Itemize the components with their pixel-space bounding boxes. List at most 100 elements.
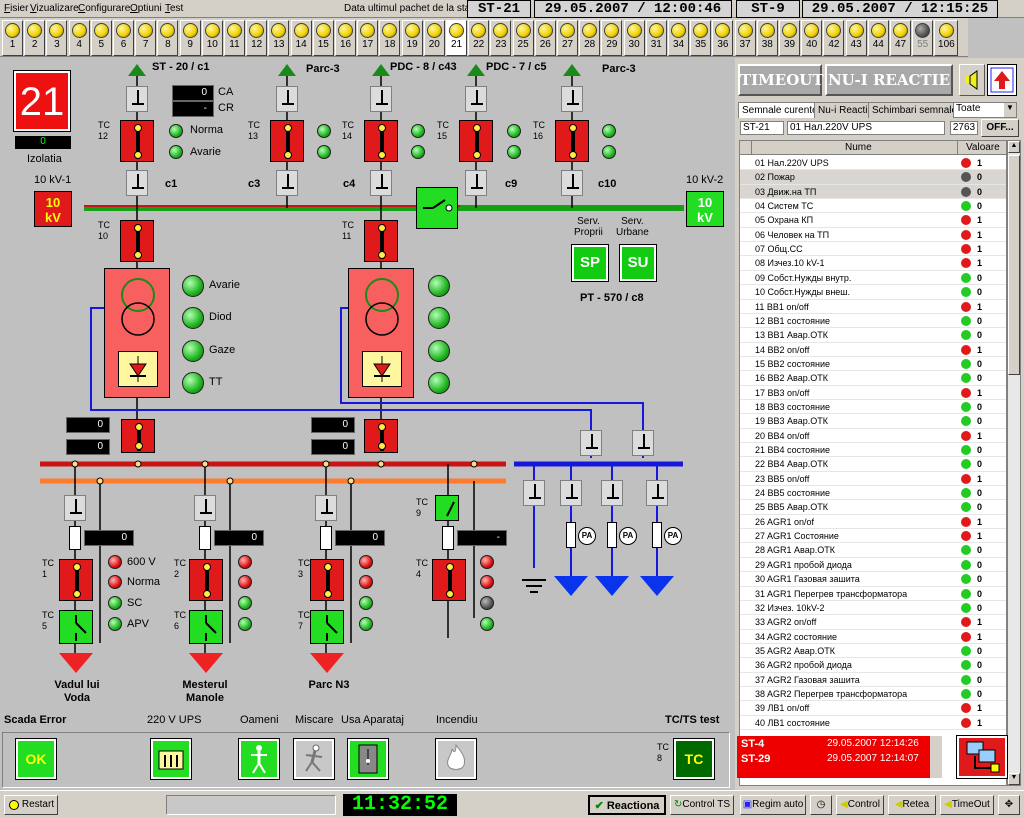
station-button-14[interactable]: 14 (290, 20, 312, 56)
disconnector-dc-feed[interactable] (523, 480, 545, 506)
station-button-17[interactable]: 17 (357, 20, 379, 56)
station-button-22[interactable]: 22 (468, 20, 490, 56)
kv2-button[interactable]: 10 kV (686, 191, 724, 227)
off-button[interactable]: OFF... (981, 119, 1019, 137)
station-button-4[interactable]: 4 (68, 20, 90, 56)
control-button[interactable]: ◀Control (836, 795, 884, 815)
station-button-37[interactable]: 37 (734, 20, 756, 56)
column-header-valoare[interactable]: Valoare (966, 142, 1000, 153)
station-button-18[interactable]: 18 (379, 20, 401, 56)
control-ts-button[interactable]: ↻Control TS (670, 795, 734, 815)
disconnector-c9[interactable] (465, 170, 487, 196)
station-button-28[interactable]: 28 (579, 20, 601, 56)
breaker-lv-1[interactable] (121, 419, 155, 453)
breaker-tc13[interactable] (270, 120, 304, 162)
station-button-8[interactable]: 8 (157, 20, 179, 56)
station-button-12[interactable]: 12 (246, 20, 268, 56)
reactiona-button[interactable]: ✔ Reactiona (588, 795, 666, 815)
breaker-tc3[interactable] (310, 559, 344, 601)
station-button-34[interactable]: 34 (668, 20, 689, 56)
disconnector-top-2[interactable] (276, 86, 298, 112)
station-button-11[interactable]: 11 (224, 20, 245, 56)
station-button-13[interactable]: 13 (268, 20, 290, 56)
disconnector-c4[interactable] (370, 170, 392, 196)
station-button-19[interactable]: 19 (401, 20, 423, 56)
station-button-23[interactable]: 23 (490, 20, 512, 56)
tab-semnale-curente[interactable]: Semnale curente (738, 102, 822, 118)
breaker-tc2[interactable] (189, 559, 223, 601)
breaker-tc11[interactable] (364, 220, 398, 262)
station-button-6[interactable]: 6 (113, 20, 134, 56)
switch-tc6[interactable] (189, 610, 223, 644)
disconnector-feeder-3[interactable] (315, 495, 337, 521)
oameni-button[interactable] (238, 738, 280, 780)
network-button[interactable] (956, 735, 1008, 779)
station-button-31[interactable]: 31 (645, 20, 667, 56)
regim-auto-button[interactable]: ▣Regim auto (740, 795, 806, 815)
station-button-9[interactable]: 9 (179, 20, 201, 56)
sp-button[interactable]: SP (571, 244, 609, 282)
breaker-tc12[interactable] (120, 120, 154, 162)
station-button-43[interactable]: 43 (845, 20, 867, 56)
alarm-list[interactable]: ST-4 29.05.2007 12:14:26 ST-29 29.05.200… (737, 736, 942, 778)
station-button-25[interactable]: 25 (512, 20, 534, 56)
station-button-106[interactable]: 106 (934, 20, 959, 56)
disconnector-feeder-2[interactable] (194, 495, 216, 521)
station-button-39[interactable]: 39 (779, 20, 800, 56)
switch-tc9[interactable] (435, 495, 459, 521)
breaker-tc10[interactable] (120, 220, 154, 262)
ups-button[interactable] (150, 738, 192, 780)
menu-vizualizare[interactable]: Vizualizare (30, 3, 79, 14)
station-button-27[interactable]: 27 (557, 20, 578, 56)
disconnector-top-1[interactable] (126, 86, 148, 112)
selected-station-field[interactable]: ST-21 (740, 121, 784, 135)
station-button-7[interactable]: 7 (135, 20, 157, 56)
station-button-36[interactable]: 36 (712, 20, 734, 56)
disconnector-top-5[interactable] (561, 86, 583, 112)
station-button-38[interactable]: 38 (756, 20, 778, 56)
station-button-47[interactable]: 47 (890, 20, 911, 56)
station-button-15[interactable]: 15 (312, 20, 334, 56)
bus-coupler-switch[interactable] (416, 187, 458, 229)
menu-fisier[interactable]: Fisier (4, 3, 29, 14)
chevron-down-icon[interactable]: ▼ (1004, 103, 1016, 117)
station-button-5[interactable]: 5 (90, 20, 112, 56)
station-button-44[interactable]: 44 (867, 20, 889, 56)
station-button-40[interactable]: 40 (801, 20, 823, 56)
station-button-30[interactable]: 30 (623, 20, 645, 56)
switch-tc7[interactable] (310, 610, 344, 644)
alarm-scrollbar[interactable] (930, 736, 942, 778)
tab-schimbari-semnale[interactable]: Schimbari semnale (868, 102, 962, 118)
disconnector-top-4[interactable] (465, 86, 487, 112)
incendiu-button[interactable] (435, 738, 477, 780)
filter-select[interactable]: Toate▼ (953, 102, 1017, 118)
disconnector-dc-feed[interactable] (601, 480, 623, 506)
scroll-up-icon[interactable]: ▲ (1008, 141, 1020, 153)
switch-tc5[interactable] (59, 610, 93, 644)
station-button-16[interactable]: 16 (335, 20, 356, 56)
disconnector-top-3[interactable] (370, 86, 392, 112)
miscare-button[interactable] (293, 738, 335, 780)
signal-row[interactable]: 09 Собст.Нужды внутр.0 (740, 271, 1006, 286)
disconnector-c10[interactable] (561, 170, 583, 196)
station-button-26[interactable]: 26 (534, 20, 556, 56)
